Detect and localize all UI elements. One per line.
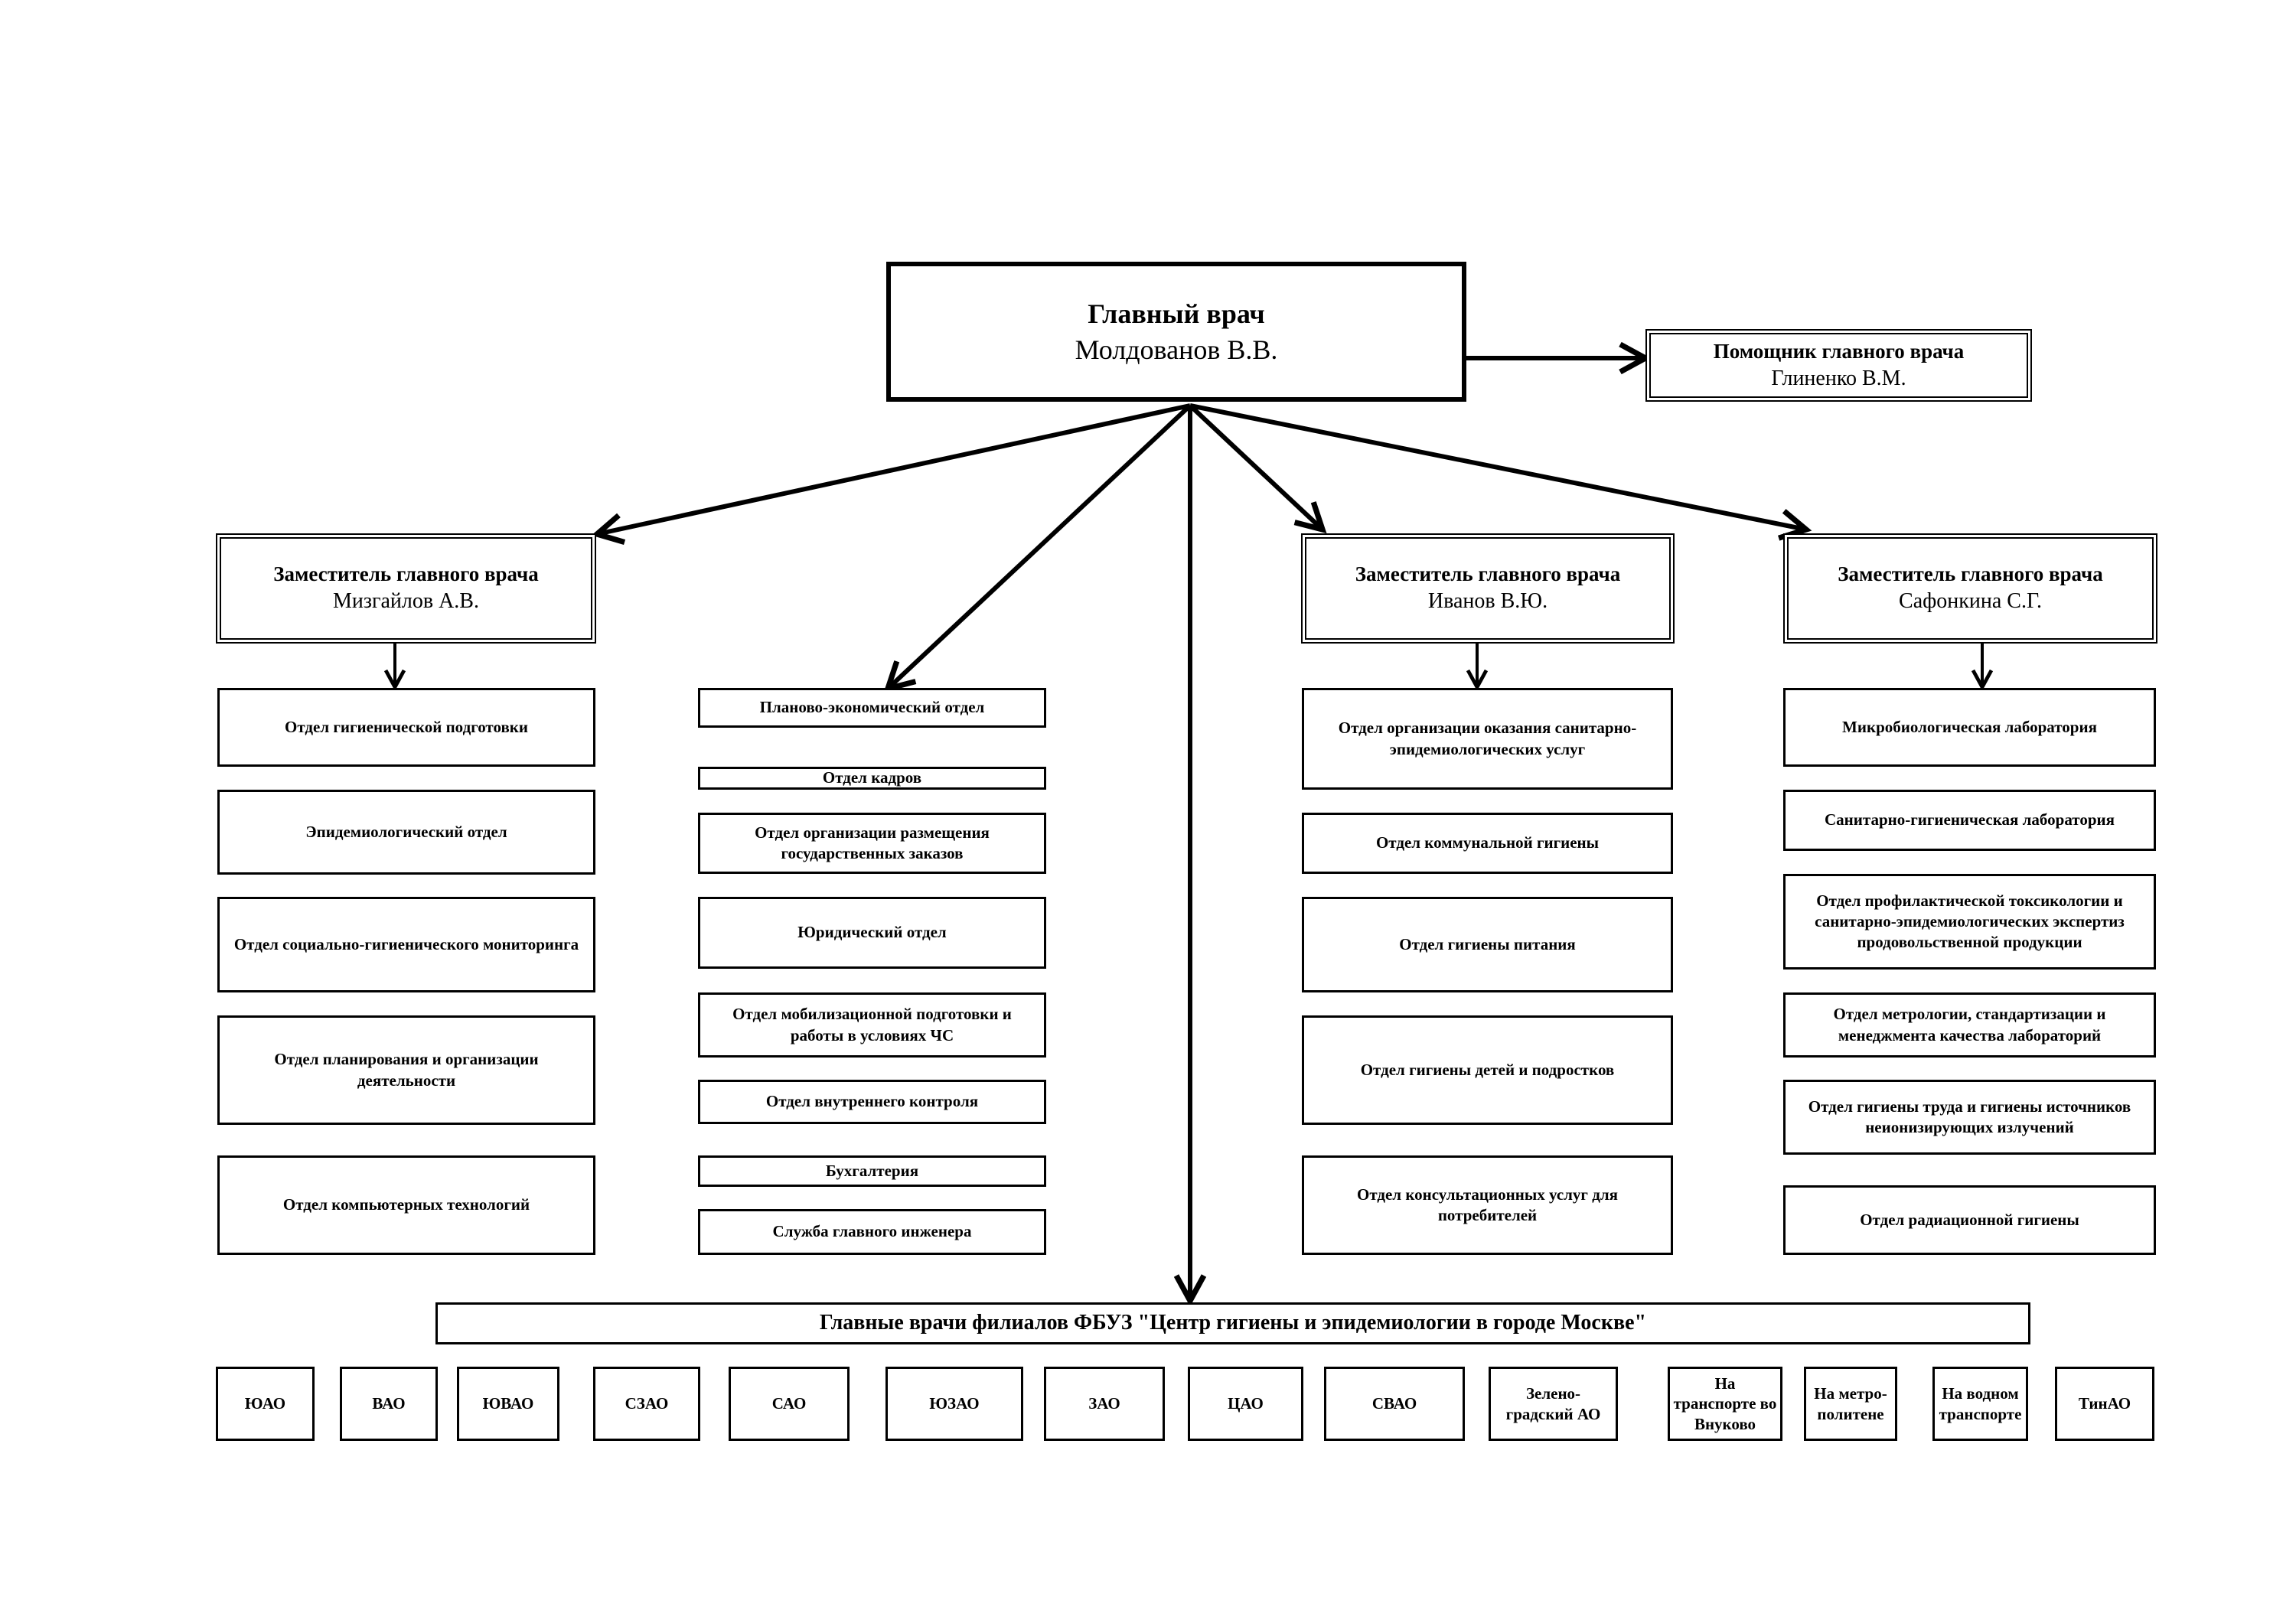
branch-box: ВАО <box>340 1367 438 1441</box>
dept-box: Отдел коммунальной гигиены <box>1302 813 1673 874</box>
dept-box: Юридический отдел <box>698 897 1046 969</box>
dept-box: Служба главного инженера <box>698 1209 1046 1255</box>
deputy-box-2: Заместитель главного врача Иванов В.Ю. <box>1301 533 1675 644</box>
dept-box: Отдел организации размещения государстве… <box>698 813 1046 874</box>
deputy-title: Заместитель главного врача <box>273 562 539 586</box>
dept-box: Бухгалтерия <box>698 1155 1046 1187</box>
deputy-name: Иванов В.Ю. <box>1427 589 1548 614</box>
dept-box: Отдел социально-гигиенического мониторин… <box>217 897 595 992</box>
arrow-chief-to-deputy-2 <box>1188 403 1327 534</box>
dept-box: Микробиологическая лаборатория <box>1783 688 2156 767</box>
dept-box: Отдел кадров <box>698 767 1046 790</box>
chief-title: Главный врач <box>1088 298 1265 329</box>
branch-box: На транспорте во Внуково <box>1668 1367 1782 1441</box>
branch-box: На водном транспорте <box>1932 1367 2028 1441</box>
dept-box: Отдел консультационных услуг для потреби… <box>1302 1155 1673 1255</box>
dept-box: Отдел гигиены детей и подростков <box>1302 1015 1673 1125</box>
branch-box: ТинАО <box>2055 1367 2154 1441</box>
assistant-box: Помощник главного врача Глиненко В.М. <box>1645 329 2032 402</box>
deputy-box-1: Заместитель главного врача Мизгайлов А.В… <box>216 533 596 644</box>
dept-box: Отдел планирования и организации деятель… <box>217 1015 595 1125</box>
dept-box: Отдел компьютерных технологий <box>217 1155 595 1255</box>
dept-box: Отдел гигиены труда и гигиены источников… <box>1783 1080 2156 1155</box>
dept-box: Отдел гигиенической подготовки <box>217 688 595 767</box>
deputy-name: Сафонкина С.Г. <box>1899 589 2042 614</box>
dept-box: Отдел организации оказания санитарно-эпи… <box>1302 688 1673 790</box>
deputy-title: Заместитель главного врача <box>1838 562 2103 586</box>
branch-box: СЗАО <box>593 1367 700 1441</box>
branch-box: ЮАО <box>216 1367 315 1441</box>
deputy-name: Мизгайлов А.В. <box>333 589 479 614</box>
dept-box: Отдел мобилизационной подготовки и работ… <box>698 992 1046 1058</box>
branch-box: СВАО <box>1324 1367 1465 1441</box>
assistant-name: Глиненко В.М. <box>1771 366 1906 390</box>
chief-doctor-box: Главный врач Молдованов В.В. <box>886 262 1466 402</box>
dept-box: Отдел метрологии, стандартизации и менед… <box>1783 992 2156 1058</box>
dept-box: Санитарно-гигиеническая лаборатория <box>1783 790 2156 851</box>
dept-box: Эпидемиологический отдел <box>217 790 595 875</box>
dept-box: Отдел профилактической токсикологии и са… <box>1783 874 2156 970</box>
dept-box: Отдел радиационной гигиены <box>1783 1185 2156 1255</box>
assistant-title: Помощник главного врача <box>1713 339 1965 363</box>
chief-name: Молдованов В.В. <box>1075 334 1278 365</box>
branch-box: ЮВАО <box>457 1367 559 1441</box>
branch-box: ЮЗАО <box>885 1367 1023 1441</box>
dept-box: Отдел внутреннего контроля <box>698 1080 1046 1124</box>
branch-box: САО <box>729 1367 850 1441</box>
dept-box: Отдел гигиены питания <box>1302 897 1673 992</box>
branch-box: ЗАО <box>1044 1367 1165 1441</box>
arrow-chief-to-col2 <box>883 403 1192 693</box>
arrow-chief-to-deputy-1 <box>591 403 1191 546</box>
branches-title: Главные врачи филиалов ФБУЗ "Центр гигие… <box>435 1302 2030 1344</box>
branch-box: Зелено-градский АО <box>1489 1367 1618 1441</box>
deputy-box-3: Заместитель главного врача Сафонкина С.Г… <box>1783 533 2157 644</box>
branch-box: ЦАО <box>1188 1367 1303 1441</box>
branch-box: На метро-политене <box>1804 1367 1897 1441</box>
deputy-title: Заместитель главного врача <box>1355 562 1621 586</box>
dept-box: Планово-экономический отдел <box>698 688 1046 728</box>
arrow-chief-to-deputy-3 <box>1189 403 1812 541</box>
